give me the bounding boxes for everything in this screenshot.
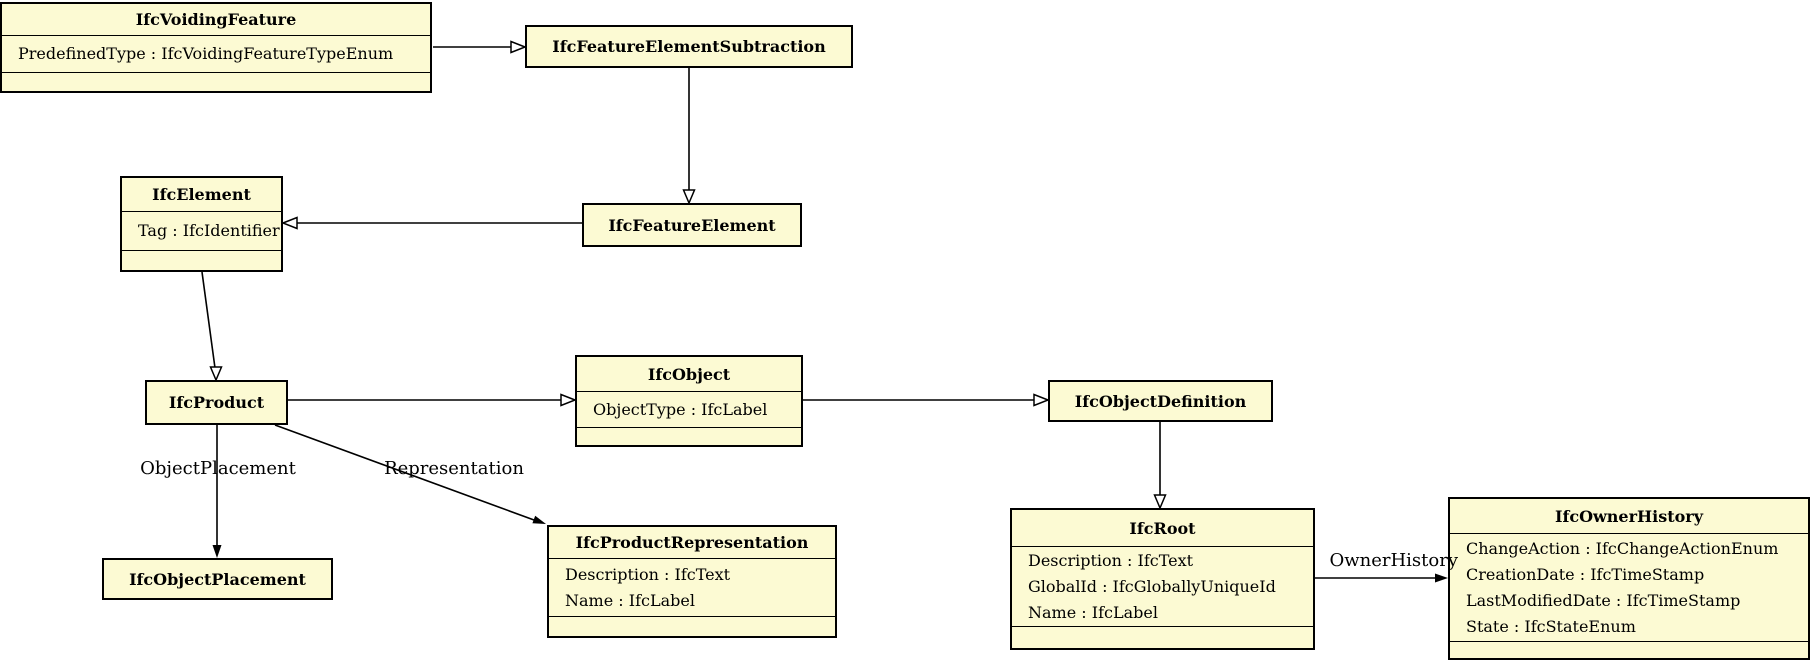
class-title: IfcRoot: [1012, 510, 1313, 547]
class-attributes: Tag : IfcIdentifier: [122, 212, 281, 251]
filled-arrowhead-icon: [212, 545, 222, 558]
edge-element-to-product: [201, 271, 223, 382]
class-ifcfeatureelementsubtraction[interactable]: IfcFeatureElementSubtraction: [525, 25, 853, 68]
class-attribute: State : IfcStateEnum: [1466, 616, 1636, 636]
class-attributes: Description : IfcText GlobalId : IfcGlob…: [1012, 547, 1313, 627]
class-empty-compartment: [549, 617, 835, 636]
class-ifcproductrepresentation[interactable]: IfcProductRepresentation Description : I…: [547, 525, 837, 638]
class-attribute: PredefinedType : IfcVoidingFeatureTypeEn…: [18, 44, 394, 63]
class-ifcobjectdefinition[interactable]: IfcObjectDefinition: [1048, 380, 1273, 422]
open-triangle-arrowhead-icon: [510, 40, 528, 54]
class-attribute: GlobalId : IfcGloballyUniqueId: [1028, 576, 1276, 596]
open-triangle-arrowhead-icon: [1153, 494, 1167, 510]
class-attribute: ObjectType : IfcLabel: [593, 399, 768, 419]
class-empty-compartment: [122, 251, 281, 270]
filled-arrowhead-icon: [1435, 573, 1448, 583]
class-title: IfcElement: [122, 178, 281, 212]
class-attributes: PredefinedType : IfcVoidingFeatureTypeEn…: [2, 36, 430, 73]
class-empty-compartment: [1012, 627, 1313, 648]
open-triangle-arrowhead-icon: [1033, 393, 1051, 407]
open-triangle-arrowhead-icon: [682, 189, 696, 205]
class-empty-compartment: [577, 428, 801, 445]
class-ifcobjectplacement[interactable]: IfcObjectPlacement: [102, 558, 333, 600]
edge-voidingfeature-to-featureelementsubtraction: [433, 40, 528, 54]
class-attribute: Description : IfcText: [565, 564, 731, 584]
class-attribute: Description : IfcText: [1028, 550, 1194, 570]
edge-root-ownerhistory: [1315, 573, 1448, 583]
edge-object-to-objectdefinition: [803, 393, 1051, 407]
edge-label-representation: Representation: [384, 458, 524, 479]
class-title: IfcVoidingFeature: [2, 4, 430, 36]
edge-label-objectplacement: ObjectPlacement: [140, 458, 296, 479]
class-attribute: Name : IfcLabel: [565, 590, 695, 610]
class-title: IfcProductRepresentation: [549, 527, 835, 559]
class-ifcroot[interactable]: IfcRoot Description : IfcText GlobalId :…: [1010, 508, 1315, 650]
filled-arrowhead-icon: [532, 515, 546, 524]
class-empty-compartment: [2, 73, 430, 91]
edge-product-to-object: [288, 393, 578, 407]
class-title: IfcFeatureElement: [608, 215, 776, 235]
edge-product-objectplacement: [212, 425, 222, 558]
edge-featureelementsubtraction-to-featureelement: [682, 68, 696, 205]
edge-label-ownerhistory: OwnerHistory: [1329, 550, 1458, 571]
open-triangle-arrowhead-icon: [560, 393, 578, 407]
class-ifcownerhistory[interactable]: IfcOwnerHistory ChangeAction : IfcChange…: [1448, 497, 1810, 660]
class-title: IfcOwnerHistory: [1450, 499, 1808, 534]
open-triangle-arrowhead-icon: [280, 216, 298, 230]
class-ifcobject[interactable]: IfcObject ObjectType : IfcLabel: [575, 355, 803, 447]
class-attribute: Name : IfcLabel: [1028, 602, 1158, 622]
edge-objectdefinition-to-root: [1153, 422, 1167, 510]
class-empty-compartment: [1450, 642, 1808, 658]
class-ifcvoidingfeature[interactable]: IfcVoidingFeature PredefinedType : IfcVo…: [0, 2, 432, 93]
class-ifcelement[interactable]: IfcElement Tag : IfcIdentifier: [120, 176, 283, 272]
class-title: IfcObjectDefinition: [1074, 391, 1247, 411]
class-title: IfcObject: [577, 357, 801, 392]
class-attribute: CreationDate : IfcTimeStamp: [1466, 564, 1705, 584]
class-attributes: ChangeAction : IfcChangeActionEnum Creat…: [1450, 534, 1808, 642]
class-attribute: Tag : IfcIdentifier: [138, 221, 280, 240]
class-ifcproduct[interactable]: IfcProduct: [145, 380, 288, 425]
class-title: IfcFeatureElementSubtraction: [552, 37, 826, 56]
class-attribute: ChangeAction : IfcChangeActionEnum: [1466, 538, 1779, 558]
class-attributes: Description : IfcText Name : IfcLabel: [549, 559, 835, 617]
class-attribute: LastModifiedDate : IfcTimeStamp: [1466, 590, 1741, 610]
class-attributes: ObjectType : IfcLabel: [577, 392, 801, 428]
edge-featureelement-to-element: [280, 216, 582, 230]
open-triangle-arrowhead-icon: [209, 366, 223, 382]
class-ifcfeatureelement[interactable]: IfcFeatureElement: [582, 203, 802, 247]
edge-product-representation: [274, 424, 546, 524]
class-title: IfcProduct: [168, 393, 265, 412]
class-title: IfcObjectPlacement: [129, 569, 306, 589]
